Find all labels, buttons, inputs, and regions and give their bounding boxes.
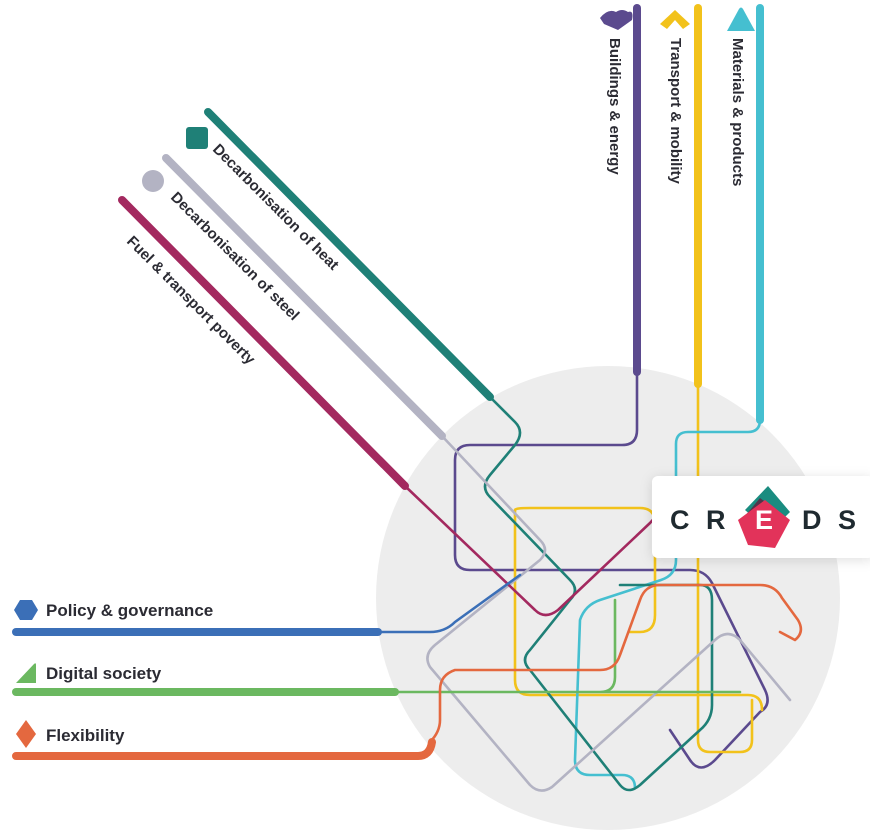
logo-letter-e: E [755,505,773,535]
heat-network-line [483,395,714,792]
flexibility-network-line [428,583,803,744]
transport-label: Transport & mobility [667,38,684,185]
hexagon-icon [14,600,38,620]
half-square-icon [16,663,36,683]
logo-letter-d: D [802,505,822,535]
logo-e-mark: E [738,486,790,548]
circle-icon [142,170,164,192]
diamond-icon [16,720,36,748]
flexibility-trunk-line [12,738,436,760]
flexibility-label: Flexibility [46,726,125,745]
materials-network-line [573,398,762,790]
creds-logo: C R E D S [652,476,870,558]
policy-label: Policy & governance [46,601,213,620]
buildings-label: Buildings & energy [606,38,623,175]
steel-trunk-line [162,154,446,440]
logo-letter-c: C [670,505,690,535]
digital-label: Digital society [46,664,162,683]
policy-network-line [376,573,522,634]
digital-network-line [393,598,742,694]
heat-trunk-line [204,108,494,401]
heart-shape-icon [600,10,633,30]
theme-icons [14,7,755,748]
logo-letter-r: R [706,505,726,535]
logo-pink-shape [738,500,790,548]
square-icon [186,127,208,149]
logo-letter-s: S [838,505,856,535]
poverty-trunk-line [118,196,409,490]
steel-network-line [426,434,792,792]
materials-label: Materials & products [729,38,746,186]
triangle-icon [727,7,755,31]
crescent-icon [99,212,124,237]
trunk-lines [12,4,764,760]
chevron-up-icon [660,10,690,29]
